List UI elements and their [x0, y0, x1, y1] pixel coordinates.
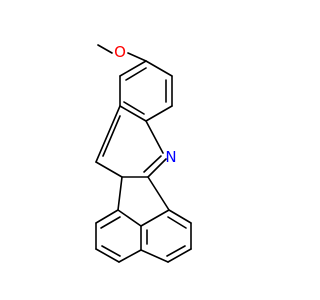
bond-c12-c18-double: [167, 216, 187, 229]
bond-n-c8-double: [143, 155, 162, 173]
molecule-structure: O N: [95, 43, 192, 263]
bond-c6-c1: [119, 60, 147, 77]
bond-c10-c5-double: [102, 115, 121, 157]
bond-c10-c5: [95, 105, 121, 163]
bond-n-c8: [147, 158, 167, 178]
bond-c4-c5: [119, 105, 147, 122]
bond-c1-c2: [145, 60, 173, 77]
bond-c15-c16: [95, 248, 120, 263]
bond-c19-c20-double: [166, 245, 186, 257]
bond-c6-c1-double: [125, 67, 147, 81]
nitrogen-atom-label: N: [165, 148, 176, 166]
bond-c19-c20: [167, 248, 192, 263]
bond-c4-c5-double: [123, 101, 145, 115]
bond-oxygen-ring: [127, 52, 147, 62]
bond-methyl-oxygen: [97, 44, 113, 54]
bond-c9-c11: [117, 176, 123, 211]
oxygen-atom-label: O: [114, 43, 126, 61]
bonds: [95, 44, 192, 263]
bond-c16-c17: [118, 249, 142, 263]
bond-c11-c14: [95, 209, 119, 224]
bond-c11-c13: [117, 209, 142, 227]
bond-c20-c17: [140, 249, 169, 263]
bond-c3-c4: [145, 105, 173, 122]
bond-c12-c13: [140, 209, 170, 227]
bond-c15-c16-double: [101, 245, 121, 257]
bond-c11-c14-double: [100, 216, 121, 229]
bond-c4-n: [145, 120, 164, 154]
bond-c9-c10: [95, 161, 123, 178]
bond-c12-c18: [168, 209, 192, 224]
bond-c8-c12: [147, 176, 170, 211]
